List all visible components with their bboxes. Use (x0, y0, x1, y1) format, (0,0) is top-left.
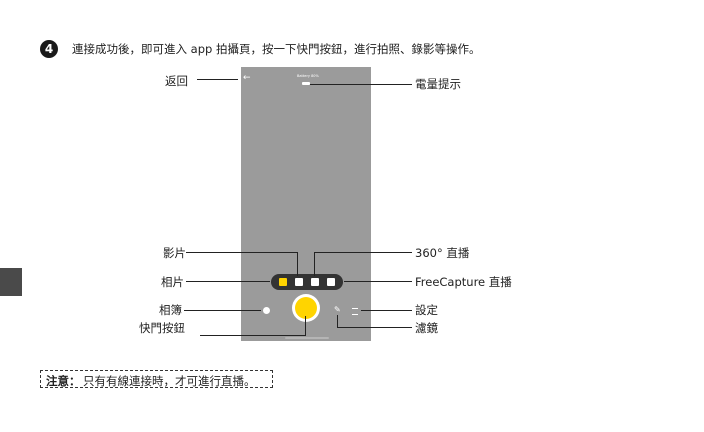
leader-line-filter (337, 327, 412, 328)
note-label: 注意： (46, 373, 81, 389)
callout-freecapture: FreeCapture 直播 (415, 274, 512, 290)
step-instruction: 連接成功後，即可進入 app 拍攝頁，按一下快門按鈕，進行拍照、錄影等操作。 (72, 41, 480, 57)
leader-line-live360-drop (314, 252, 315, 276)
leader-line-album (184, 310, 261, 311)
leader-line-video (186, 252, 298, 253)
leader-line-settings (361, 310, 412, 311)
callout-video: 影片 (163, 245, 186, 261)
leader-line-shutter-rise (305, 316, 306, 336)
album-thumbnail-icon[interactable] (263, 307, 270, 314)
leader-line-back (197, 79, 238, 80)
callout-settings: 設定 (415, 302, 438, 318)
step-number-badge: 4 (40, 40, 58, 58)
leader-line-shutter (200, 335, 306, 336)
callout-live360: 360° 直播 (415, 245, 469, 261)
leader-line-freecapture (344, 281, 412, 282)
leader-line-photo (186, 281, 270, 282)
battery-text: Battery 80% (297, 74, 319, 78)
callout-shutter: 快門按鈕 (139, 320, 185, 336)
callout-battery: 電量提示 (415, 76, 461, 92)
chapter-side-tab (0, 268, 22, 296)
note-text: 只有有線連接時，才可進行直播。 (83, 373, 256, 389)
leader-line-battery (310, 84, 412, 85)
filter-wand-icon[interactable]: ✎ (334, 306, 341, 314)
shutter-button[interactable] (295, 297, 317, 319)
freecapture-mode-icon[interactable] (327, 278, 335, 286)
home-indicator (285, 337, 329, 339)
callout-filter: 濾鏡 (415, 320, 438, 336)
callout-back: 返回 (165, 73, 188, 89)
video-mode-icon[interactable] (295, 278, 303, 286)
callout-album: 相簿 (159, 302, 182, 318)
battery-indicator-icon (302, 82, 310, 85)
callout-photo: 相片 (161, 274, 184, 290)
settings-icon[interactable] (352, 308, 358, 315)
leader-line-video-drop (297, 252, 298, 276)
back-arrow-icon[interactable]: ← (243, 74, 251, 83)
photo-mode-camera-icon[interactable] (279, 278, 287, 286)
leader-line-live360 (314, 252, 412, 253)
live360-mode-icon[interactable] (311, 278, 319, 286)
